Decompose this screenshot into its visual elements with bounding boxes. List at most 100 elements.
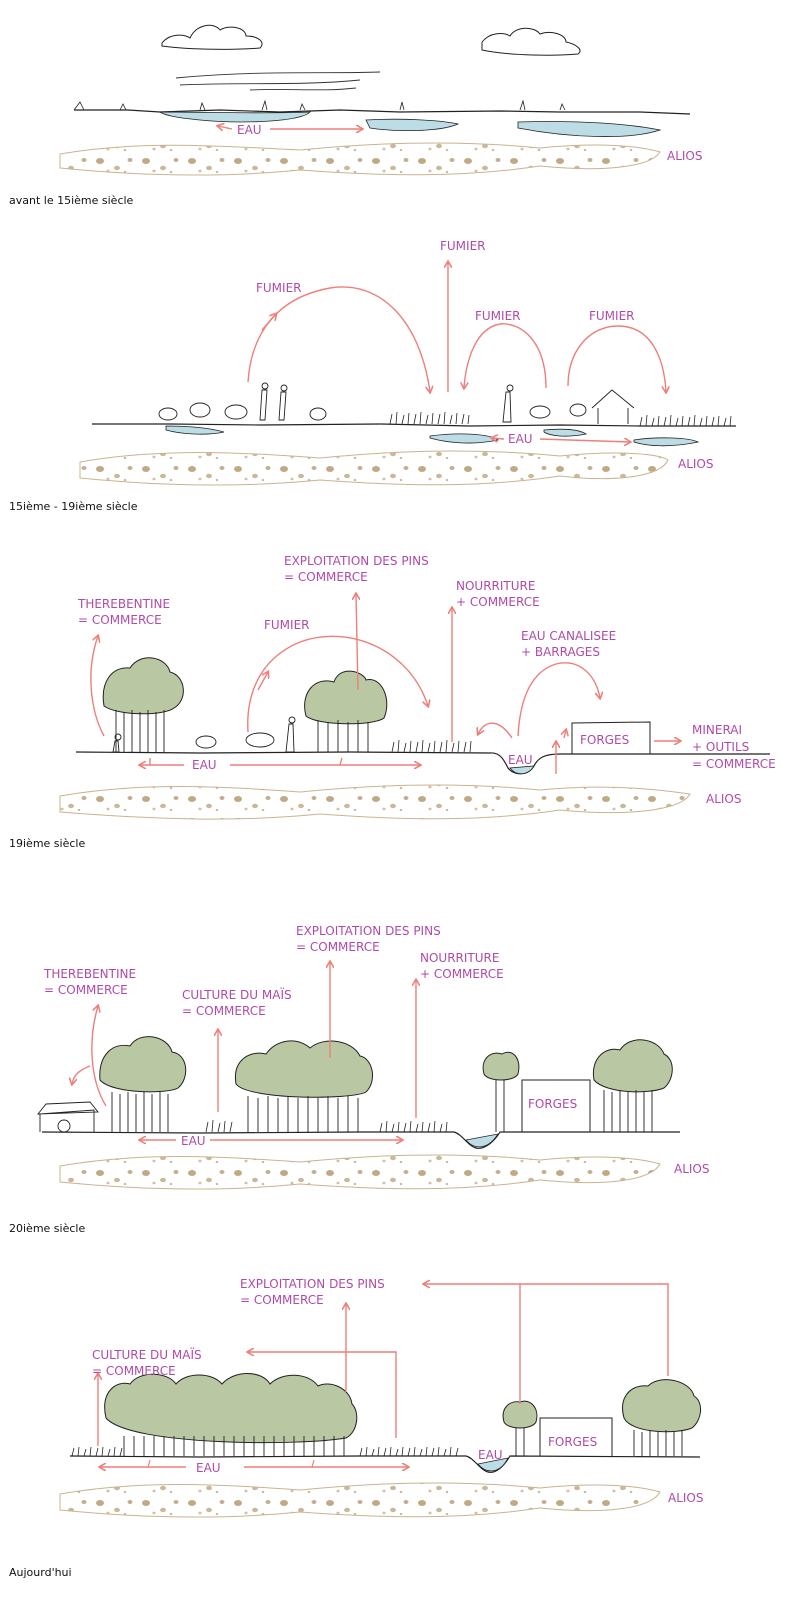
- panel-5: FORGES CULTURE DU MAÏS = COMMERCE EXPLOI…: [9, 1277, 704, 1579]
- ground-line: [69, 1455, 701, 1473]
- pins-label: EXPLOITATION DES PINS: [240, 1277, 385, 1291]
- fumier-label: FUMIER: [264, 618, 310, 632]
- alios-label: ALIOS: [668, 1491, 704, 1505]
- eau-label: EAU: [196, 1461, 221, 1475]
- forges-label: FORGES: [528, 1097, 577, 1111]
- panel-1: EAU ALIOS avant le 15ième siècle: [9, 24, 703, 207]
- shed: [37, 1101, 99, 1132]
- shepherd-figures: [259, 382, 514, 423]
- alios-layer: [79, 450, 669, 486]
- nourriture-label: NOURRITURE: [456, 579, 535, 593]
- water-pond: [543, 428, 588, 437]
- forge-building: [571, 721, 651, 754]
- tree-cluster: [482, 1051, 520, 1132]
- alios-layer: [59, 1482, 661, 1518]
- caption: 20ième siècle: [9, 1222, 85, 1235]
- fumier-arc: [247, 635, 428, 733]
- pins-label: = COMMERCE: [296, 940, 380, 954]
- eau-label: EAU: [192, 758, 217, 772]
- pins-arrow: [356, 594, 358, 691]
- grass: [71, 1446, 459, 1457]
- forest-block: [104, 1373, 358, 1456]
- eau-arrow: [492, 438, 505, 439]
- fumier-label: FUMIER: [589, 309, 635, 323]
- alios-layer: [59, 142, 661, 176]
- wind-lines: [175, 71, 381, 91]
- fumier-label: FUMIER: [475, 309, 521, 323]
- fumier-arc-right: [567, 325, 666, 392]
- alios-layer: [59, 784, 691, 820]
- minerai-label: MINERAI: [692, 723, 742, 737]
- caption: 15ième - 19ième siècle: [9, 500, 138, 513]
- forges-label: FORGES: [580, 733, 629, 747]
- pins-label: = COMMERCE: [284, 570, 368, 584]
- alios-layer: [59, 1154, 661, 1190]
- pins-return-arrow: [424, 1284, 669, 1376]
- tree-cluster: [99, 1036, 187, 1132]
- alios-label: ALIOS: [706, 792, 742, 806]
- tree-cluster: [234, 1040, 374, 1132]
- fumier-arc-left: [247, 286, 430, 392]
- fumier-arc-start: [257, 672, 268, 691]
- eau-canal-arrow: [517, 662, 600, 737]
- water-ditch: [509, 765, 535, 775]
- panel-3: FORGES THEREBENTINE = COMMERCE FUMIER EX…: [9, 554, 776, 850]
- eau-arrow-up: [149, 757, 343, 766]
- water-pond: [165, 425, 225, 435]
- water-ditch: [465, 1133, 499, 1148]
- caption: 19ième siècle: [9, 837, 85, 850]
- therebentine-arrow: [91, 1006, 107, 1107]
- tree-cluster: [592, 1039, 673, 1132]
- therebentine-label: THEREBENTINE: [43, 967, 136, 981]
- eau-arrow-up: [147, 1459, 315, 1468]
- fumier-label: FUMIER: [256, 281, 302, 295]
- mais-label: CULTURE DU MAÏS: [92, 1347, 202, 1362]
- ground-line: [92, 423, 736, 427]
- eau-canalisee-label: EAU CANALISEE: [521, 629, 616, 643]
- grass: [205, 1119, 448, 1133]
- cloud: [161, 24, 263, 50]
- nourriture-label: + COMMERCE: [456, 595, 540, 609]
- eau-canalisee-label: + BARRAGES: [521, 645, 600, 659]
- alios-label: ALIOS: [674, 1162, 710, 1176]
- forges-label: FORGES: [548, 1435, 597, 1449]
- eau-label: EAU: [237, 123, 262, 137]
- wetland-grass: [389, 411, 732, 427]
- nourriture-label: + COMMERCE: [420, 967, 504, 981]
- water-pond: [517, 121, 662, 137]
- pins-label: EXPLOITATION DES PINS: [296, 924, 441, 938]
- eau-arrow: [218, 126, 233, 129]
- therebentine-arrow-2: [72, 1065, 91, 1084]
- wetland-grass: [391, 739, 472, 753]
- eau-arrow: [539, 439, 630, 442]
- tree-cluster: [304, 670, 388, 752]
- sheep-group: [158, 402, 587, 421]
- mais-label: = COMMERCE: [182, 1004, 266, 1018]
- fumier-arc-left-start: [261, 314, 276, 331]
- therebentine-label: = COMMERCE: [78, 613, 162, 627]
- alios-label: ALIOS: [667, 149, 703, 163]
- minerai-label: = COMMERCE: [692, 757, 776, 771]
- cloud: [481, 27, 581, 56]
- eau-ditch-label: EAU: [478, 1448, 503, 1462]
- minerai-label: + OUTILS: [692, 740, 749, 754]
- pins-label: = COMMERCE: [240, 1293, 324, 1307]
- nourriture-label: NOURRITURE: [420, 951, 499, 965]
- forge-building: [539, 1417, 613, 1456]
- eau-ditch-label: EAU: [508, 753, 533, 767]
- water-pond: [633, 437, 700, 447]
- eau-canal-arrow-left: [478, 722, 513, 739]
- shed: [591, 389, 635, 424]
- fumier-label: FUMIER: [440, 239, 486, 253]
- caption: Aujourd'hui: [9, 1566, 72, 1579]
- pins-label: EXPLOITATION DES PINS: [284, 554, 429, 568]
- eau-label: EAU: [181, 1134, 206, 1148]
- water-pond: [365, 118, 460, 132]
- tree-cluster: [102, 657, 184, 752]
- mais-label: CULTURE DU MAÏS: [182, 987, 292, 1002]
- tree-cluster: [502, 1400, 538, 1456]
- mais-label: = COMMERCE: [92, 1364, 176, 1378]
- sheep-group: [112, 716, 296, 753]
- panel-2: FUMIER FUMIER FUMIER FUMIER EAU ALIOS 15…: [9, 239, 736, 513]
